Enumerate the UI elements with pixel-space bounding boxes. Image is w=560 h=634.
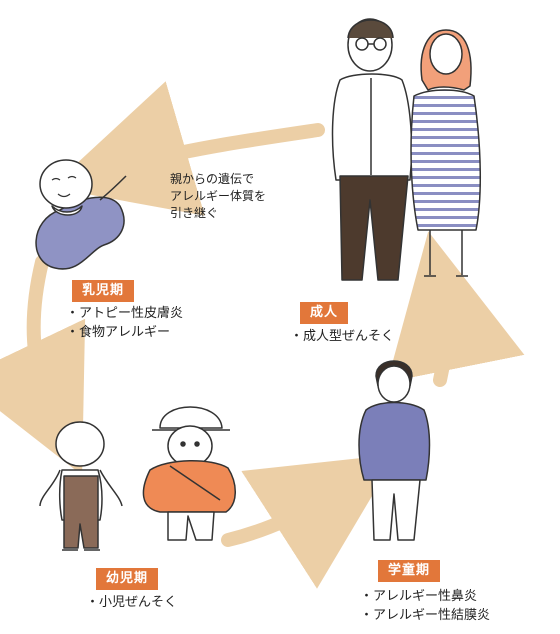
- condition-item: 成人型ぜんそく: [290, 327, 394, 346]
- toddler-hat-illustration: [142, 406, 236, 541]
- arrow-infant-to-toddler: [0, 255, 86, 476]
- arrow-school-to-adult: [387, 231, 525, 387]
- stage-conditions-adult: 成人型ぜんそく: [290, 327, 394, 346]
- stage-badge-infant: 乳児期: [72, 280, 135, 302]
- inheritance-note: 親からの遺伝で アレルギー体質を 引き継ぐ: [170, 171, 266, 222]
- condition-item: 食物アレルギー: [66, 323, 183, 342]
- adult-man-illustration: [331, 18, 413, 281]
- arrow-adult-to-infant: [50, 81, 325, 216]
- stage-badge-toddler: 幼児期: [96, 568, 159, 590]
- arrow-toddler-to-school: [221, 454, 397, 589]
- adult-woman-illustration: [410, 29, 481, 277]
- stage-badge-school: 学童期: [378, 560, 441, 582]
- stage-conditions-toddler: 小児ぜんそく: [86, 593, 177, 612]
- inheritance-note-line: 引き継ぐ: [170, 206, 219, 220]
- inheritance-note-line: 親からの遺伝で: [170, 172, 255, 186]
- infant-illustration: [35, 159, 127, 270]
- condition-item: アトピー性皮膚炎: [66, 304, 183, 323]
- condition-item: アレルギー性結膜炎: [360, 606, 490, 625]
- cycle-arrows: [0, 81, 525, 589]
- stage-conditions-infant: アトピー性皮膚炎 食物アレルギー: [66, 304, 183, 342]
- toddler-overalls-illustration: [39, 421, 123, 551]
- condition-item: 小児ぜんそく: [86, 593, 177, 612]
- school-child-illustration: [358, 360, 431, 541]
- condition-item: アレルギー性鼻炎: [360, 587, 490, 606]
- stage-badge-adult: 成人: [300, 302, 349, 324]
- inheritance-note-line: アレルギー体質を: [170, 189, 267, 203]
- stage-conditions-school: アレルギー性鼻炎 アレルギー性結膜炎: [360, 587, 490, 625]
